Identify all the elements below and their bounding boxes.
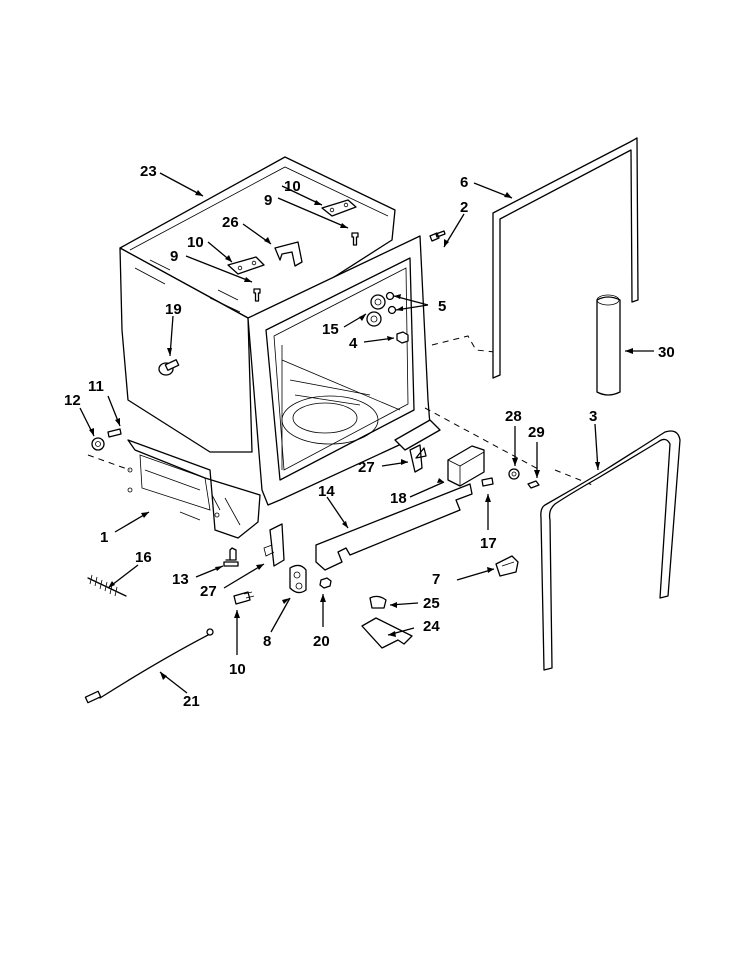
clip-26 [274,241,303,267]
callout-17: 15 [322,321,339,338]
callout-18: 17 [480,535,497,552]
callout-6: 6 [460,174,468,191]
callout-20: 21 [183,693,200,710]
spring-16 [87,577,127,597]
assembly-line-door-seal [431,335,496,353]
tub-assembly [119,156,441,539]
callout-4: 4 [349,335,358,352]
callout-29: 29 [528,424,545,441]
callout-16: 16 [135,549,152,566]
thermostat-25 [369,595,387,609]
screw-9-upper [351,232,359,246]
callout-30: 30 [658,344,675,361]
nut-22 [319,577,332,589]
callout-2: 2 [460,199,468,216]
screw-9-lower [253,288,261,302]
screw-2 [429,230,446,242]
callout-3: 3 [589,408,597,425]
callout-10-lower: 10 [187,234,204,251]
callout-13: 12 [64,392,81,409]
callout-22: 20 [313,633,330,650]
callout-23: 23 [140,163,157,180]
callout-27-left: 27 [200,583,217,600]
bracket-27-right [409,444,427,473]
callout-10-upper: 10 [284,178,301,195]
callout-25: 25 [423,595,440,612]
washer-5-bottom [387,305,397,315]
callout-26: 26 [222,214,239,231]
callout-27-right: 27 [358,459,375,476]
callout-5: 5 [438,298,446,315]
nut-4 [396,331,409,344]
callout-24: 24 [423,618,440,635]
washer-28 [508,468,520,480]
callout-8: 8 [263,633,271,650]
bracket-24 [361,617,413,649]
tube-30 [596,296,621,396]
gasket-3 [540,430,681,671]
clip-7 [495,555,519,577]
callout-7: 7 [432,571,440,588]
callout-1: 1 [100,529,108,546]
arrowheads [89,190,633,680]
assembly-line-left [87,454,131,471]
callout-21: 19 [165,301,182,318]
grommet-13 [91,437,105,451]
washer-5-top [385,291,395,301]
bracket-19 [447,445,485,487]
leveling-leg-14 [225,547,237,561]
screw-12 [107,428,122,438]
callout-labels: 23 10 9 26 10 9 19 6 2 5 15 4 30 11 12 3… [64,163,675,710]
grommet-17-bottom [366,311,382,327]
bolt-11 [233,591,251,605]
callout-14: 13 [172,571,189,588]
plate-15 [315,483,473,571]
callout-12: 11 [88,378,104,395]
screw-18 [481,477,494,487]
callout-11: 10 [229,661,246,678]
cable-20 [99,633,211,699]
door-seal-6 [492,137,639,379]
callout-9-upper: 9 [264,192,272,209]
callout-28: 28 [505,408,522,425]
grommet-17-top [370,294,386,310]
callout-19: 18 [390,490,407,507]
screw-29 [527,480,540,489]
bracket-27-left [269,523,285,567]
callout-15: 14 [318,483,335,500]
callout-9-lower: 9 [170,248,178,265]
